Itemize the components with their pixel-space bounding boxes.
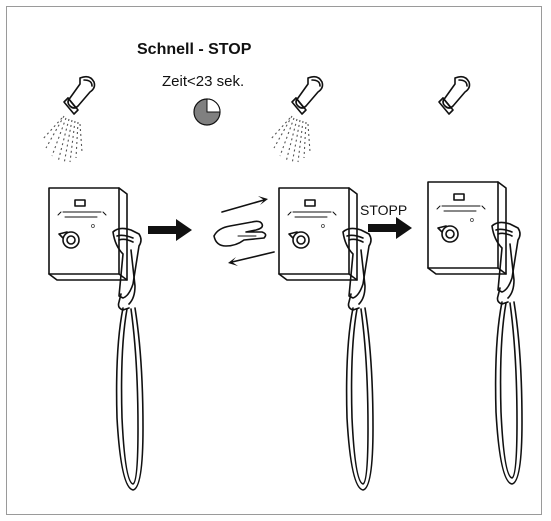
control-panel-icon [278,187,374,491]
control-panel-icon [427,181,523,485]
timer-icon [193,98,221,126]
shower-head-icon [63,75,96,115]
stop-label: STOPP [360,202,408,218]
shower-head-icon [438,75,471,115]
hand-wave-icon [213,196,275,266]
diagram-title: Schnell - STOP [137,41,252,58]
diagram-frame [6,6,542,515]
spray-icon [269,115,311,165]
control-panel-icon [48,187,144,491]
spray-icon [41,115,83,165]
arrow-right-icon [368,217,412,239]
shower-head-icon [291,75,324,115]
arrow-right-icon [148,219,192,241]
timer-label: Zeit<23 sek. [162,73,245,90]
